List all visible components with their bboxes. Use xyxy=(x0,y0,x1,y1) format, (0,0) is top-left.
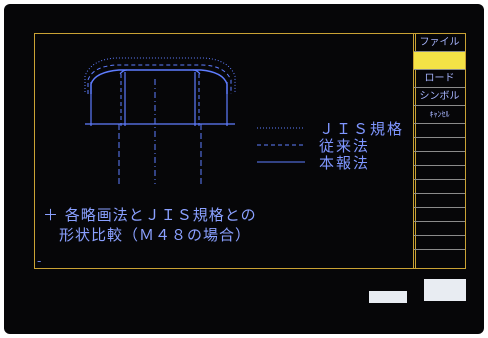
menu-item-cancel[interactable]: ｷｬﾝｾﾙ xyxy=(414,106,465,124)
menu-slot[interactable] xyxy=(414,236,465,250)
menu-item-file[interactable]: ファイル xyxy=(414,34,465,52)
menu-slot[interactable] xyxy=(414,208,465,222)
legend-conventional-label: 従来法 xyxy=(319,137,371,155)
monitor-bezel xyxy=(4,4,484,334)
proposed-profile xyxy=(90,69,228,94)
menu-slot[interactable] xyxy=(414,152,465,166)
nut-comparison-drawing xyxy=(84,57,305,184)
cursor-mark: - xyxy=(37,254,42,268)
caption-line-2: 形状比較（Ｍ４８の場合） xyxy=(59,226,252,244)
menu-slot[interactable] xyxy=(414,222,465,236)
menu-slot[interactable] xyxy=(414,194,465,208)
menu-slot[interactable] xyxy=(414,180,465,194)
function-button-1[interactable] xyxy=(369,291,407,303)
menu-item-load[interactable]: ロード xyxy=(414,70,465,88)
drawing-canvas[interactable]: ＪＩＳ規格 従来法 本報法 ＋ 各略画法とＪＩＳ規格との 形状比較（Ｍ４８の場合… xyxy=(34,33,416,269)
menu-slot[interactable] xyxy=(414,138,465,152)
jis-profile xyxy=(84,57,236,92)
side-menu: ファイル ｰﾆｭｰ ロード シンボル ｷｬﾝｾﾙ xyxy=(413,33,466,269)
menu-slot[interactable] xyxy=(414,166,465,180)
legend-proposed-label: 本報法 xyxy=(319,154,371,172)
menu-item-menu[interactable]: ｰﾆｭｰ xyxy=(414,52,465,70)
conventional-profile xyxy=(87,64,232,94)
caption-line-1: ＋ 各略画法とＪＩＳ規格との xyxy=(43,206,257,224)
menu-item-symbol[interactable]: シンボル xyxy=(414,88,465,106)
menu-slot[interactable] xyxy=(414,124,465,138)
legend-jis-label: ＪＩＳ規格 xyxy=(319,120,405,138)
function-button-2[interactable] xyxy=(424,279,466,301)
